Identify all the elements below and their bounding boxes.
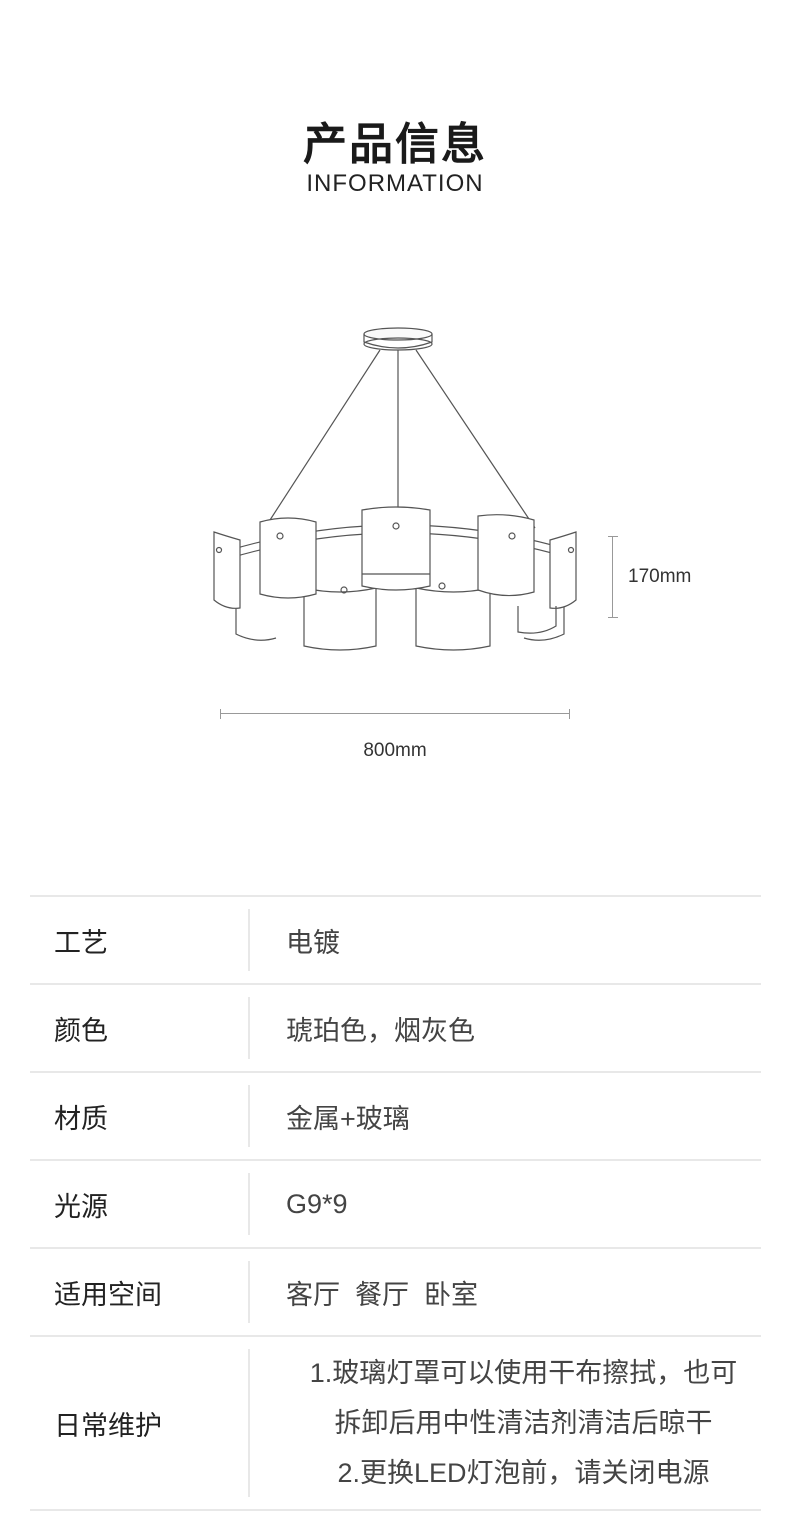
divider bbox=[248, 1085, 250, 1147]
spec-value: 1.玻璃灯罩可以使用干布擦拭，也可 拆卸后用中性清洁剂清洁后晾干 2.更换LED… bbox=[250, 1337, 761, 1509]
maintenance-line: 拆卸后用中性清洁剂清洁后晾干 bbox=[334, 1408, 713, 1438]
divider bbox=[248, 1173, 250, 1235]
height-dimension-label: 170mm bbox=[628, 566, 692, 587]
width-dimension-label: 800mm bbox=[363, 740, 427, 761]
spec-value: 客厅 餐厅 卧室 bbox=[286, 1279, 479, 1310]
spec-value: 金属+玻璃 bbox=[286, 1103, 410, 1134]
maintenance-line: 2.更换LED灯泡前，请关闭电源 bbox=[337, 1458, 710, 1488]
spec-value: G9*9 bbox=[286, 1188, 348, 1219]
spec-row-maintenance: 日常维护 1.玻璃灯罩可以使用干布擦拭，也可 拆卸后用中性清洁剂清洁后晾干 2.… bbox=[30, 1335, 761, 1511]
spec-label: 日常维护 bbox=[54, 1410, 162, 1441]
width-dimension-line bbox=[220, 709, 570, 719]
maintenance-line: 1.玻璃灯罩可以使用干布擦拭，也可 bbox=[309, 1358, 738, 1388]
spec-row-light-source: 光源 G9*9 bbox=[30, 1159, 761, 1247]
spec-label: 工艺 bbox=[54, 927, 108, 958]
spec-row-space: 适用空间 客厅 餐厅 卧室 bbox=[30, 1247, 761, 1335]
spec-row-material: 材质 金属+玻璃 bbox=[30, 1071, 761, 1159]
divider bbox=[248, 1261, 250, 1323]
spec-table: 工艺 电镀 颜色 琥珀色，烟灰色 材质 金属+玻璃 光源 G9*9 适用空间 客… bbox=[30, 895, 761, 1511]
divider bbox=[248, 1349, 250, 1497]
spec-label: 适用空间 bbox=[54, 1279, 162, 1310]
chandelier-drawing bbox=[213, 327, 577, 651]
divider bbox=[248, 909, 250, 971]
spec-value: 琥珀色，烟灰色 bbox=[286, 1015, 475, 1046]
page-subtitle: INFORMATION bbox=[306, 170, 484, 197]
spec-label: 材质 bbox=[54, 1103, 108, 1134]
height-dimension-line bbox=[608, 536, 618, 618]
spec-label: 颜色 bbox=[54, 1015, 108, 1046]
page-title: 产品信息 bbox=[303, 120, 487, 169]
divider bbox=[248, 997, 250, 1059]
spec-value: 电镀 bbox=[286, 927, 340, 958]
spec-row-color: 颜色 琥珀色，烟灰色 bbox=[30, 983, 761, 1071]
spec-row-craft: 工艺 电镀 bbox=[30, 895, 761, 983]
spec-label: 光源 bbox=[54, 1191, 108, 1222]
